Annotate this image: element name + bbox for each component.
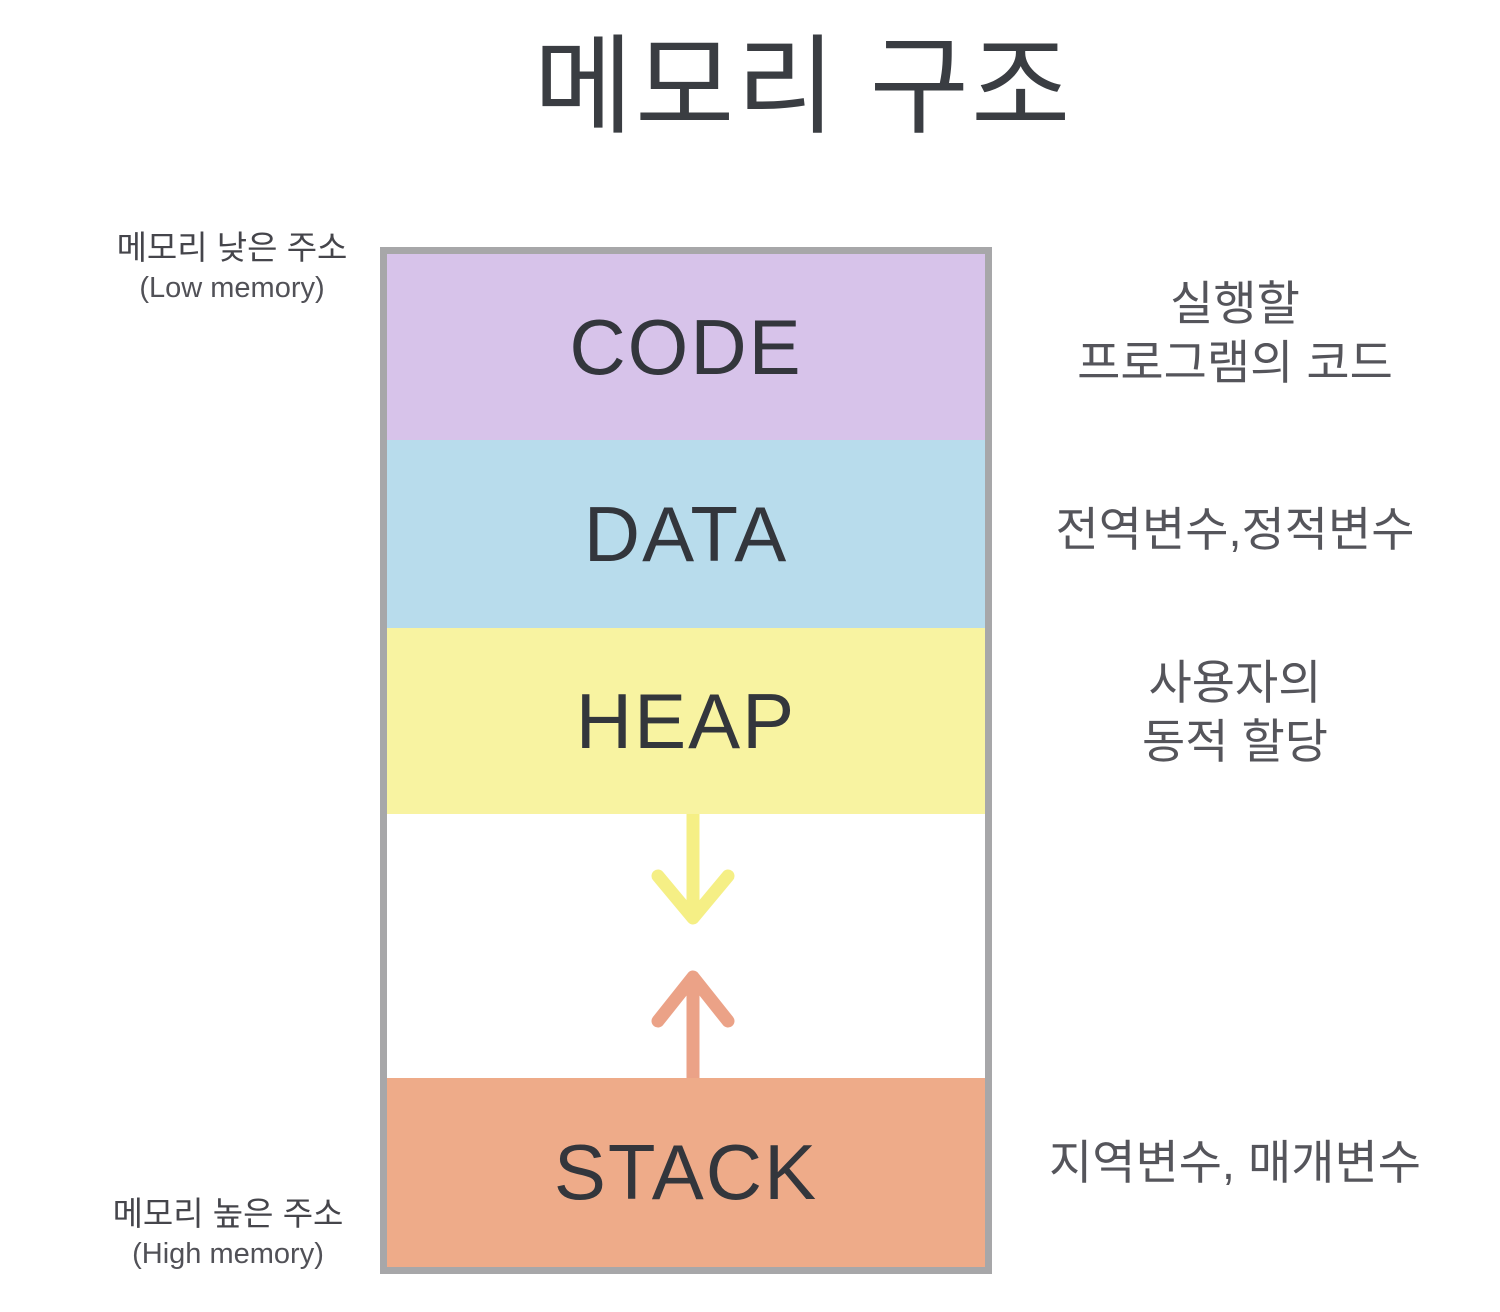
heap-segment: HEAP	[387, 628, 985, 814]
stack-segment: STACK	[387, 1078, 985, 1267]
code-segment: CODE	[387, 254, 985, 440]
high-memory-korean-text: 메모리 높은 주소	[112, 1195, 344, 1232]
high-memory-address-label: 메모리 높은 주소 (High memory)	[78, 1194, 378, 1271]
free-space-region	[387, 814, 985, 1078]
low-memory-address-label: 메모리 낮은 주소 (Low memory)	[82, 228, 382, 305]
heap-segment-label: HEAP	[575, 676, 797, 765]
page-title: 메모리 구조	[533, 26, 1073, 147]
low-memory-english-text: (Low memory)	[139, 271, 325, 304]
growth-arrows	[651, 814, 735, 1078]
heap-segment-description: 사용자의 동적 할당	[1141, 656, 1329, 769]
stack-segment-description: 지역변수, 매개변수	[1048, 1136, 1422, 1189]
arrow-down-icon	[651, 814, 735, 925]
high-memory-english-text: (High memory)	[132, 1237, 324, 1270]
arrow-up-head	[651, 970, 735, 1028]
data-segment-description: 전역변수,정적변수	[1055, 503, 1415, 556]
memory-layout-box: CODE DATA HEAP STACK	[380, 247, 992, 1274]
code-segment-label: CODE	[569, 302, 803, 391]
low-memory-korean-text: 메모리 낮은 주소	[116, 229, 348, 266]
arrow-up-icon	[651, 970, 735, 1078]
code-segment-description: 실행할 프로그램의 코드	[1077, 277, 1393, 390]
stack-segment-label: STACK	[553, 1128, 819, 1216]
arrow-down-head	[651, 869, 735, 925]
data-segment-label: DATA	[583, 489, 789, 578]
data-segment: DATA	[387, 440, 985, 628]
